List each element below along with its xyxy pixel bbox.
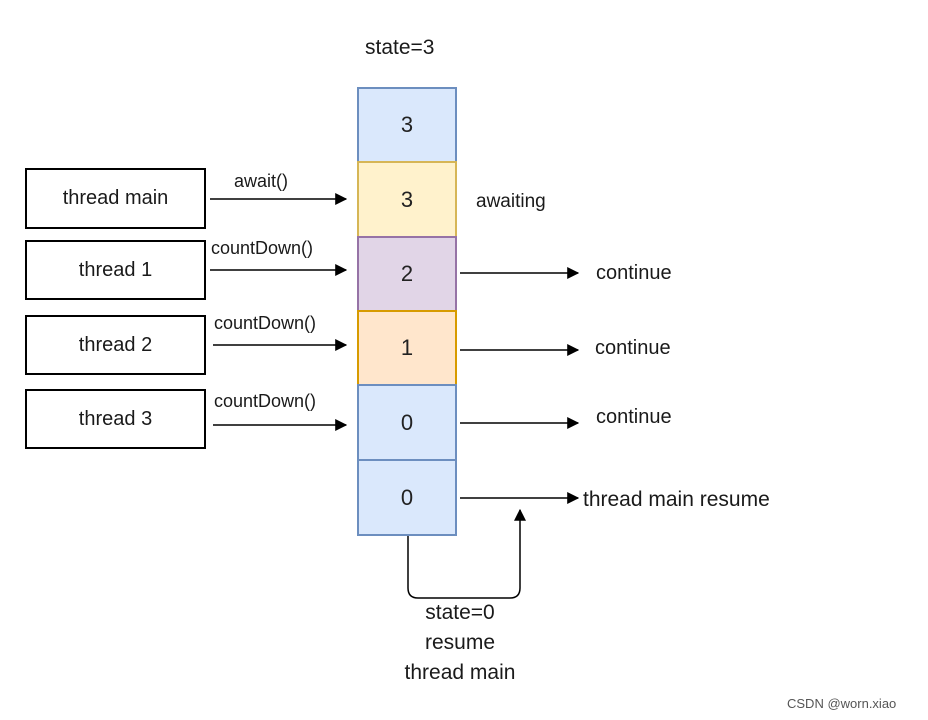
thread-3-label: thread 3	[78, 407, 153, 430]
awaiting-label: awaiting	[476, 191, 546, 212]
state-cell: 1	[357, 310, 457, 386]
call-label-countdown-1: countDown()	[211, 238, 314, 258]
thread-2-box: thread 2	[25, 315, 206, 375]
state-cell: 2	[357, 236, 457, 312]
state-cell-value: 1	[400, 335, 414, 360]
bottom-note-line-2: resume	[424, 631, 496, 654]
resume-label: thread main resume	[583, 488, 770, 511]
state-cell: 3	[357, 87, 457, 163]
thread-1-box: thread 1	[25, 240, 206, 300]
call-label-countdown-3: countDown()	[214, 391, 317, 411]
watermark: CSDN @worn.xiao	[787, 696, 897, 711]
thread-main-box: thread main	[25, 168, 206, 229]
state-cell-value: 0	[400, 409, 414, 435]
state-cell-value: 0	[400, 484, 414, 510]
thread-main-label: thread main	[62, 187, 169, 209]
state-cell-value: 3	[400, 186, 414, 212]
continue-label-2: continue	[595, 337, 671, 359]
continue-label-1: continue	[596, 262, 672, 284]
bottom-note-line-1: state=0	[425, 601, 495, 624]
state-cell: 0	[357, 459, 457, 536]
thread-1-label: thread 1	[78, 258, 153, 281]
call-label-await: await()	[234, 171, 289, 191]
thread-3-box: thread 3	[25, 389, 206, 449]
state-cell-value: 3	[400, 112, 414, 137]
top-state-label: state=3	[365, 36, 435, 59]
state-cell: 3	[357, 161, 457, 238]
bottom-note-line-3: thread main	[404, 661, 516, 684]
thread-2-label: thread 2	[78, 333, 153, 356]
arrow-loop-resume	[407, 508, 526, 599]
continue-label-3: continue	[596, 406, 672, 428]
call-label-countdown-2: countDown()	[214, 313, 317, 333]
state-cell-value: 2	[400, 261, 414, 286]
bottom-note: state=0 resume thread main	[380, 598, 540, 688]
state-cell: 0	[357, 384, 457, 461]
